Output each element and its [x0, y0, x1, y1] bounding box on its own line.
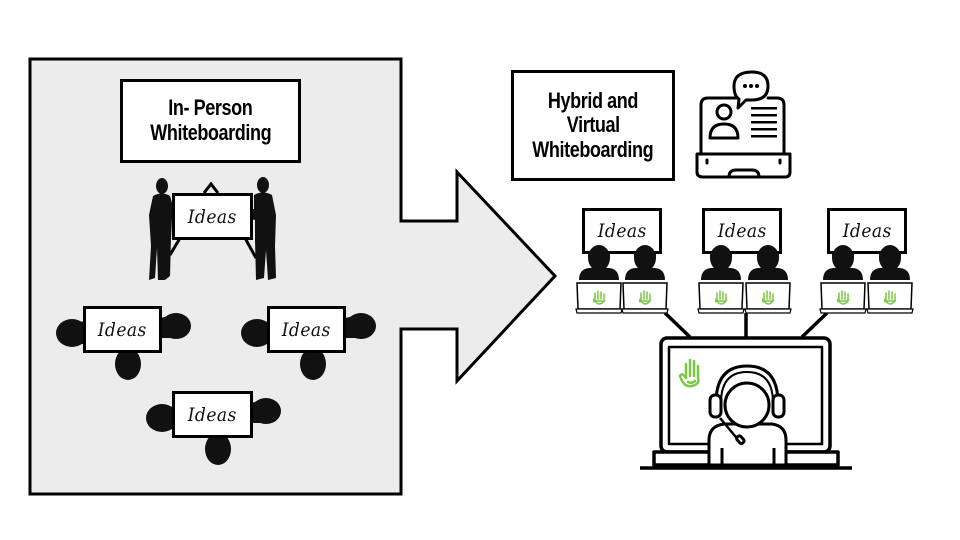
in-person-title: In- Person Whiteboarding	[120, 79, 301, 163]
hybrid-title-line-1: Hybrid and	[547, 87, 639, 113]
ideas-label: Ideas	[187, 403, 238, 426]
ideas-label: Ideas	[597, 220, 647, 242]
hybrid-title-line-3: Whiteboarding	[532, 136, 654, 162]
ideas-label: Ideas	[717, 220, 767, 242]
in-person-title-line-2: Whiteboarding	[150, 120, 271, 145]
table-ideas-board-1: Ideas	[83, 306, 162, 353]
in-person-title-line-1: In- Person	[168, 95, 253, 121]
hybrid-virtual-title: Hybrid and Virtual Whiteboarding	[511, 70, 675, 181]
easel-icon	[168, 181, 258, 259]
ideas-label: Ideas	[842, 220, 892, 242]
raised-hand-icon	[678, 358, 700, 388]
in-person-panel-with-arrow	[28, 57, 558, 496]
ideas-label: Ideas	[281, 318, 332, 341]
table-ideas-board-3: Ideas	[172, 391, 253, 438]
hybrid-title-line-2: Virtual	[566, 112, 620, 138]
remote-ideas-board-2: Ideas	[702, 208, 782, 254]
ideas-label: Ideas	[97, 318, 148, 341]
connector-lines	[663, 311, 829, 339]
ideas-label: Ideas	[187, 205, 238, 228]
table-ideas-board-2: Ideas	[267, 306, 346, 353]
headset-user-icon	[707, 364, 788, 467]
standing-ideas-board: Ideas	[172, 193, 253, 240]
